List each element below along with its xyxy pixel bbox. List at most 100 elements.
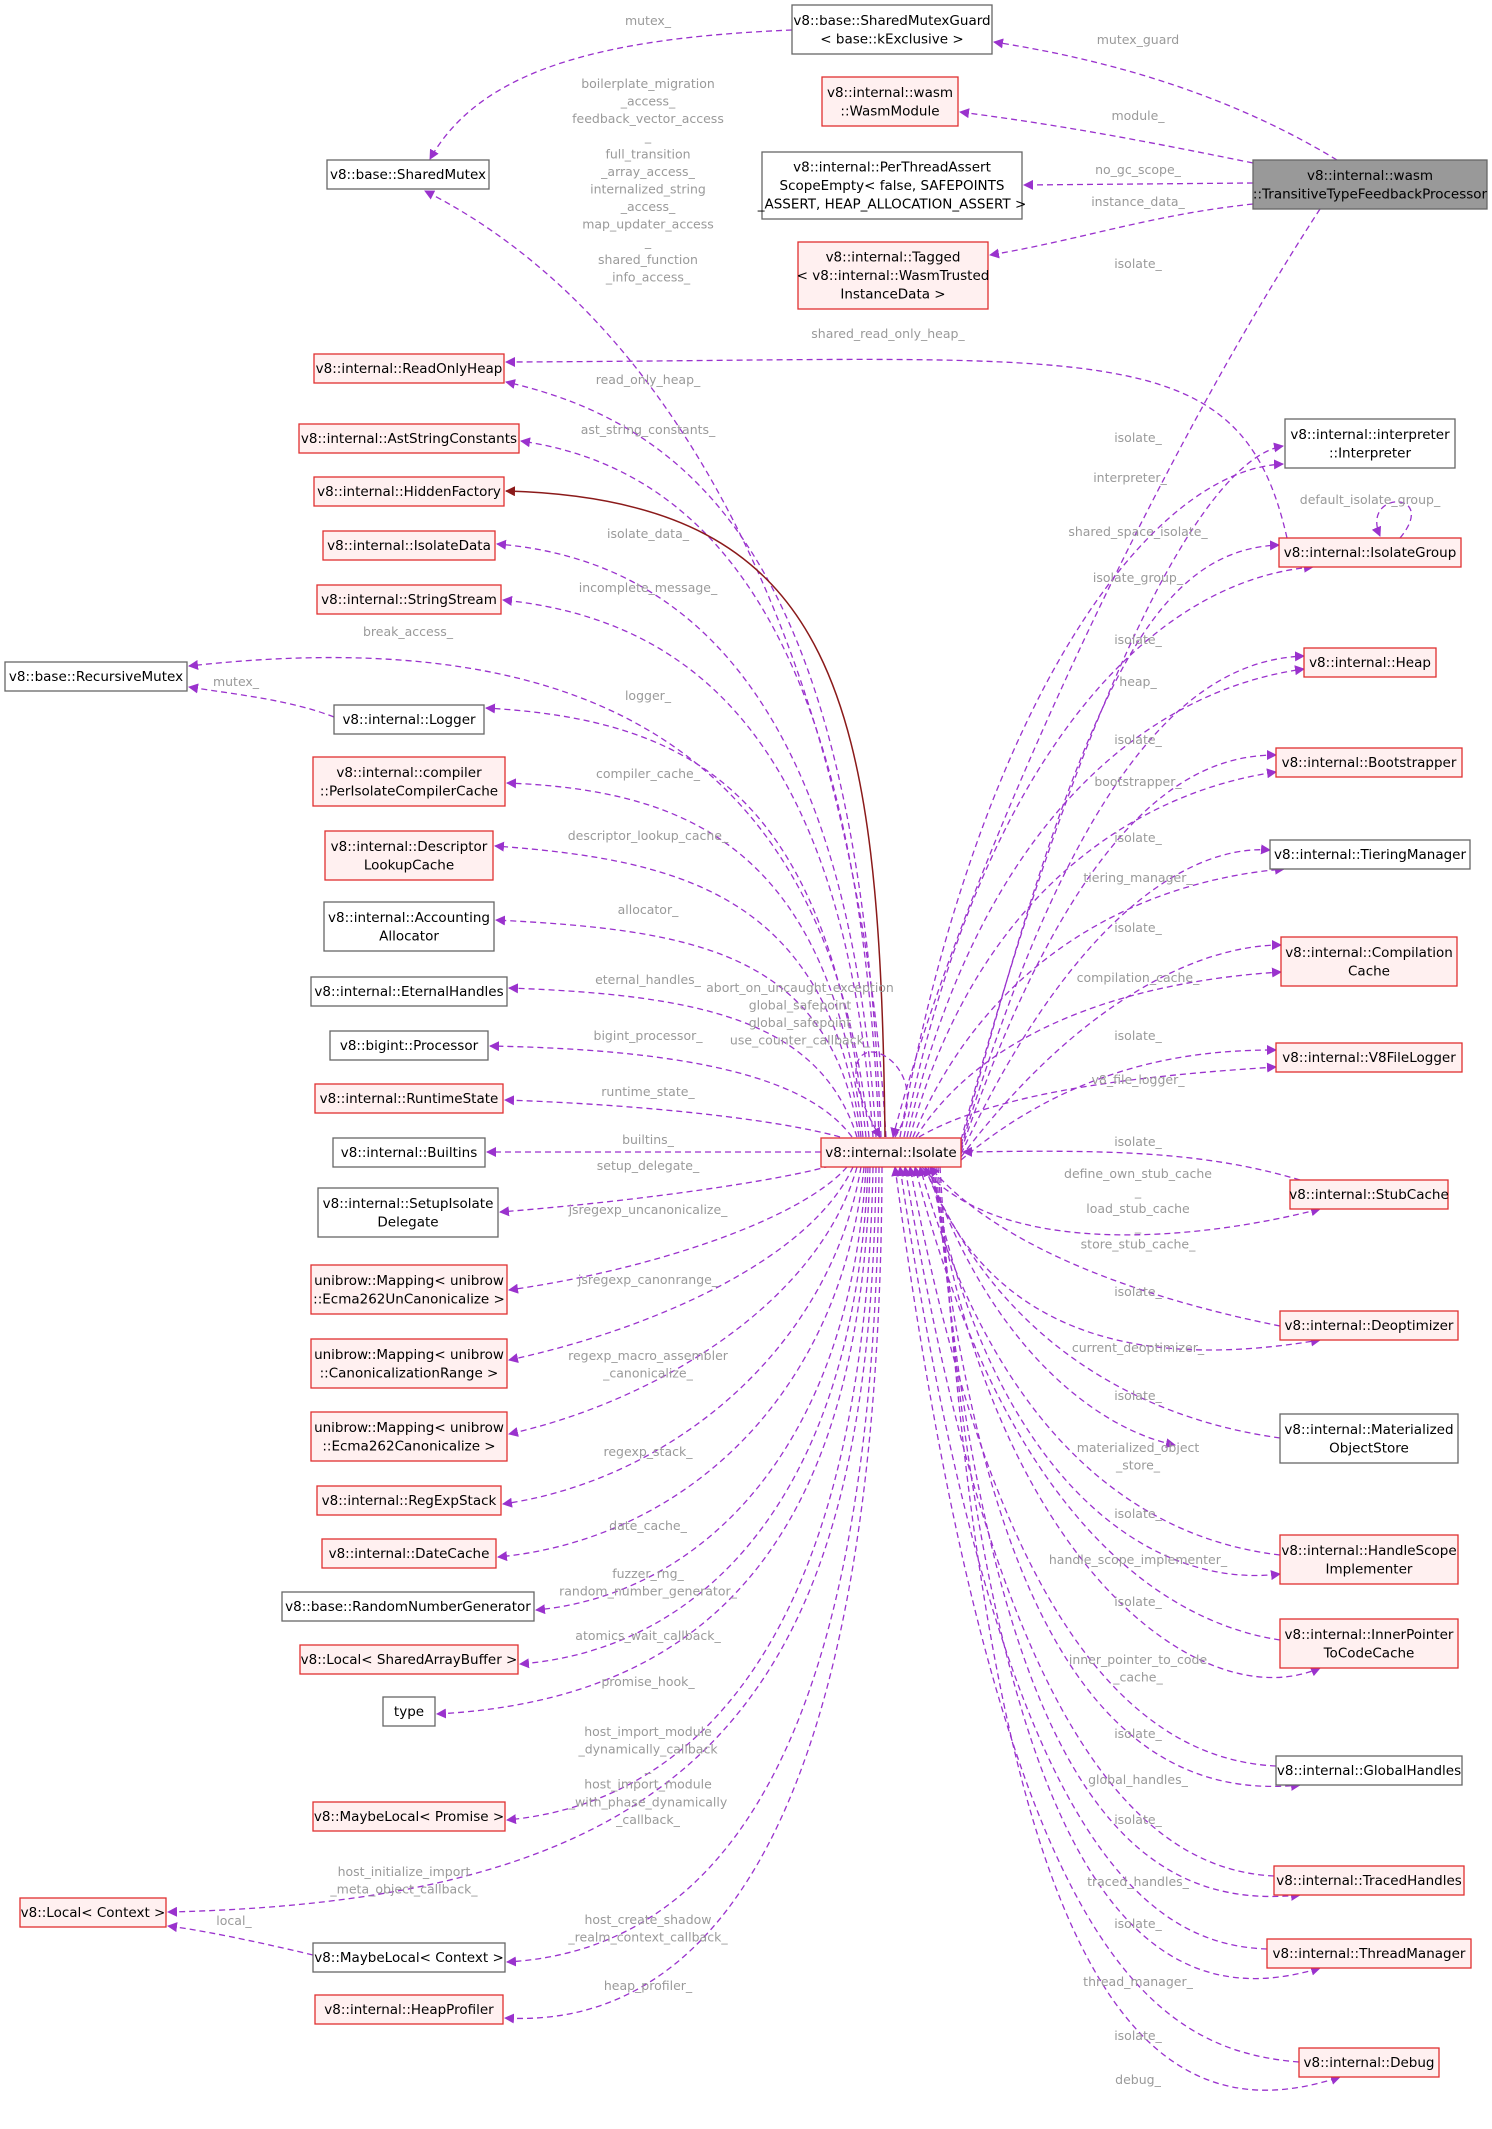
edge-label: host_import_module [584, 1724, 712, 1739]
node-bootstrapper[interactable]: v8::internal::Bootstrapper [1275, 747, 1463, 778]
member-edge [495, 915, 860, 1138]
node-label: ::PerIsolateCompilerCache [320, 783, 498, 799]
node-mapping-canon[interactable]: unibrow::Mapping< unibrow::Ecma262Canoni… [310, 1411, 508, 1462]
node-thread-manager[interactable]: v8::internal::ThreadManager [1266, 1938, 1472, 1969]
node-v8-file-logger[interactable]: v8::internal::V8FileLogger [1275, 1042, 1463, 1073]
edge-label: use_counter_callback_ [730, 1033, 871, 1048]
node-label: v8::internal::StubCache [1289, 1187, 1449, 1203]
node-regexp-stack[interactable]: v8::internal::RegExpStack [316, 1485, 502, 1516]
edge-label: fuzzer_rng_ [612, 1566, 684, 1581]
node-box [820, 1137, 962, 1168]
node-heap-profiler[interactable]: v8::internal::HeapProfiler [314, 1994, 504, 2025]
member-edge [890, 208, 1321, 1138]
edge-label: isolate_ [1114, 1284, 1162, 1299]
node-box [322, 530, 496, 561]
node-shared-mutex-guard[interactable]: v8::base::SharedMutexGuard< base::kExclu… [791, 4, 993, 55]
member-edge [504, 1095, 841, 1138]
node-tiering-manager[interactable]: v8::internal::TieringManager [1269, 839, 1471, 870]
node-string-stream[interactable]: v8::internal::StringStream [316, 584, 502, 615]
edge-label: bootstrapper_ [1094, 774, 1182, 789]
node-local-sab[interactable]: v8::Local< SharedArrayBuffer > [299, 1644, 519, 1675]
edge-label: atomics_wait_callback_ [575, 1628, 721, 1643]
node-label: v8::base::RandomNumberGenerator [285, 1599, 531, 1615]
node-eternal-handles[interactable]: v8::internal::EternalHandles [310, 976, 508, 1007]
edge-label: isolate_ [1114, 1506, 1162, 1521]
node-isolate-data[interactable]: v8::internal::IsolateData [322, 530, 496, 561]
node-date-cache[interactable]: v8::internal::DateCache [321, 1538, 497, 1569]
node-box [1279, 1534, 1459, 1585]
edge-label: inner_pointer_to_code [1069, 1652, 1208, 1667]
node-label: v8::internal::V8FileLogger [1282, 1050, 1456, 1066]
node-shared-mutex[interactable]: v8::base::SharedMutex [326, 159, 490, 190]
edge-label: isolate_data_ [607, 526, 690, 541]
node-rng[interactable]: v8::base::RandomNumberGenerator [281, 1591, 535, 1622]
node-box [310, 1338, 508, 1389]
node-label: v8::internal::GlobalHandles [1277, 1763, 1461, 1779]
edge-label: isolate_ [1114, 2028, 1162, 2043]
node-box [1289, 1179, 1449, 1210]
node-box [332, 1137, 486, 1168]
edge-label: debug_ [1115, 2072, 1161, 2087]
edge-label: tiering_manager_ [1083, 870, 1193, 885]
node-box [321, 1538, 497, 1569]
node-stub-cache[interactable]: v8::internal::StubCache [1289, 1179, 1449, 1210]
node-recursive-mutex[interactable]: v8::base::RecursiveMutex [4, 661, 188, 692]
member-edge [499, 1165, 831, 1217]
node-builtins[interactable]: v8::internal::Builtins [332, 1137, 486, 1168]
edge-label: v8_file_logger_ [1092, 1072, 1186, 1087]
node-box [1303, 647, 1437, 678]
member-edge [494, 841, 862, 1138]
node-traced-handles[interactable]: v8::internal::TracedHandles [1273, 1865, 1465, 1896]
node-heap[interactable]: v8::internal::Heap [1303, 647, 1437, 678]
node-mapping-canon-range[interactable]: unibrow::Mapping< unibrow::Canonicalizat… [310, 1338, 508, 1389]
edge-label: _with_phase_dynamically [568, 1794, 728, 1809]
node-maybe-local-context[interactable]: v8::MaybeLocal< Context > [312, 1942, 506, 1973]
node-wasm-module[interactable]: v8::internal::wasm::WasmModule [821, 76, 959, 127]
node-ast-string-constants[interactable]: v8::internal::AstStringConstants [298, 423, 520, 454]
node-runtime-state[interactable]: v8::internal::RuntimeState [314, 1083, 504, 1114]
member-edge [436, 1166, 871, 1719]
node-focus[interactable]: v8::internal::wasm::TransitiveTypeFeedba… [1252, 159, 1488, 210]
edge-label: global_safepoint [749, 1015, 852, 1030]
member-edge [489, 1041, 853, 1138]
node-box [1278, 537, 1462, 568]
node-isolate-group[interactable]: v8::internal::IsolateGroup [1278, 537, 1462, 568]
node-debug[interactable]: v8::internal::Debug [1298, 2047, 1440, 2078]
node-per-thread-assert[interactable]: v8::internal::PerThreadAssertScopeEmpty<… [757, 151, 1027, 220]
node-local-context[interactable]: v8::Local< Context > [19, 1897, 167, 1928]
member-edge [508, 1166, 848, 1294]
node-label: ::Ecma262UnCanonicalize > [313, 1291, 505, 1307]
node-maybe-local-promise[interactable]: v8::MaybeLocal< Promise > [312, 1801, 506, 1832]
node-bigint-processor[interactable]: v8::bigint::Processor [329, 1030, 489, 1061]
node-label: v8::internal::StringStream [321, 592, 497, 608]
node-interpreter[interactable]: v8::internal::interpreter::Interpreter [1284, 418, 1456, 469]
edge-label: heap_profiler_ [604, 1978, 693, 1993]
node-global-handles[interactable]: v8::internal::GlobalHandles [1275, 1755, 1463, 1786]
node-tagged[interactable]: v8::internal::Tagged< v8::internal::Wasm… [797, 241, 990, 310]
node-isolate[interactable]: v8::internal::Isolate [820, 1137, 962, 1168]
node-logger[interactable]: v8::internal::Logger [333, 704, 485, 735]
node-read-only-heap[interactable]: v8::internal::ReadOnlyHeap [313, 353, 505, 384]
node-label: unibrow::Mapping< unibrow [314, 1420, 504, 1436]
edge-label: shared_space_isolate_ [1068, 524, 1208, 539]
node-deoptimizer[interactable]: v8::internal::Deoptimizer [1279, 1310, 1459, 1341]
node-compiler-cache[interactable]: v8::internal::compiler::PerIsolateCompil… [312, 756, 506, 807]
member-edge [188, 683, 335, 718]
node-mapping-uncanon[interactable]: unibrow::Mapping< unibrow::Ecma262UnCano… [310, 1264, 508, 1315]
node-label: v8::internal::Builtins [341, 1145, 478, 1161]
member-edge [937, 1166, 1321, 1980]
member-edge [1023, 179, 1254, 190]
node-hidden-factory[interactable]: v8::internal::HiddenFactory [313, 476, 505, 507]
node-type[interactable]: type [382, 1696, 436, 1727]
node-label: unibrow::Mapping< unibrow [314, 1347, 504, 1363]
member-edge [485, 703, 867, 1138]
node-label: v8::bigint::Processor [340, 1038, 479, 1054]
